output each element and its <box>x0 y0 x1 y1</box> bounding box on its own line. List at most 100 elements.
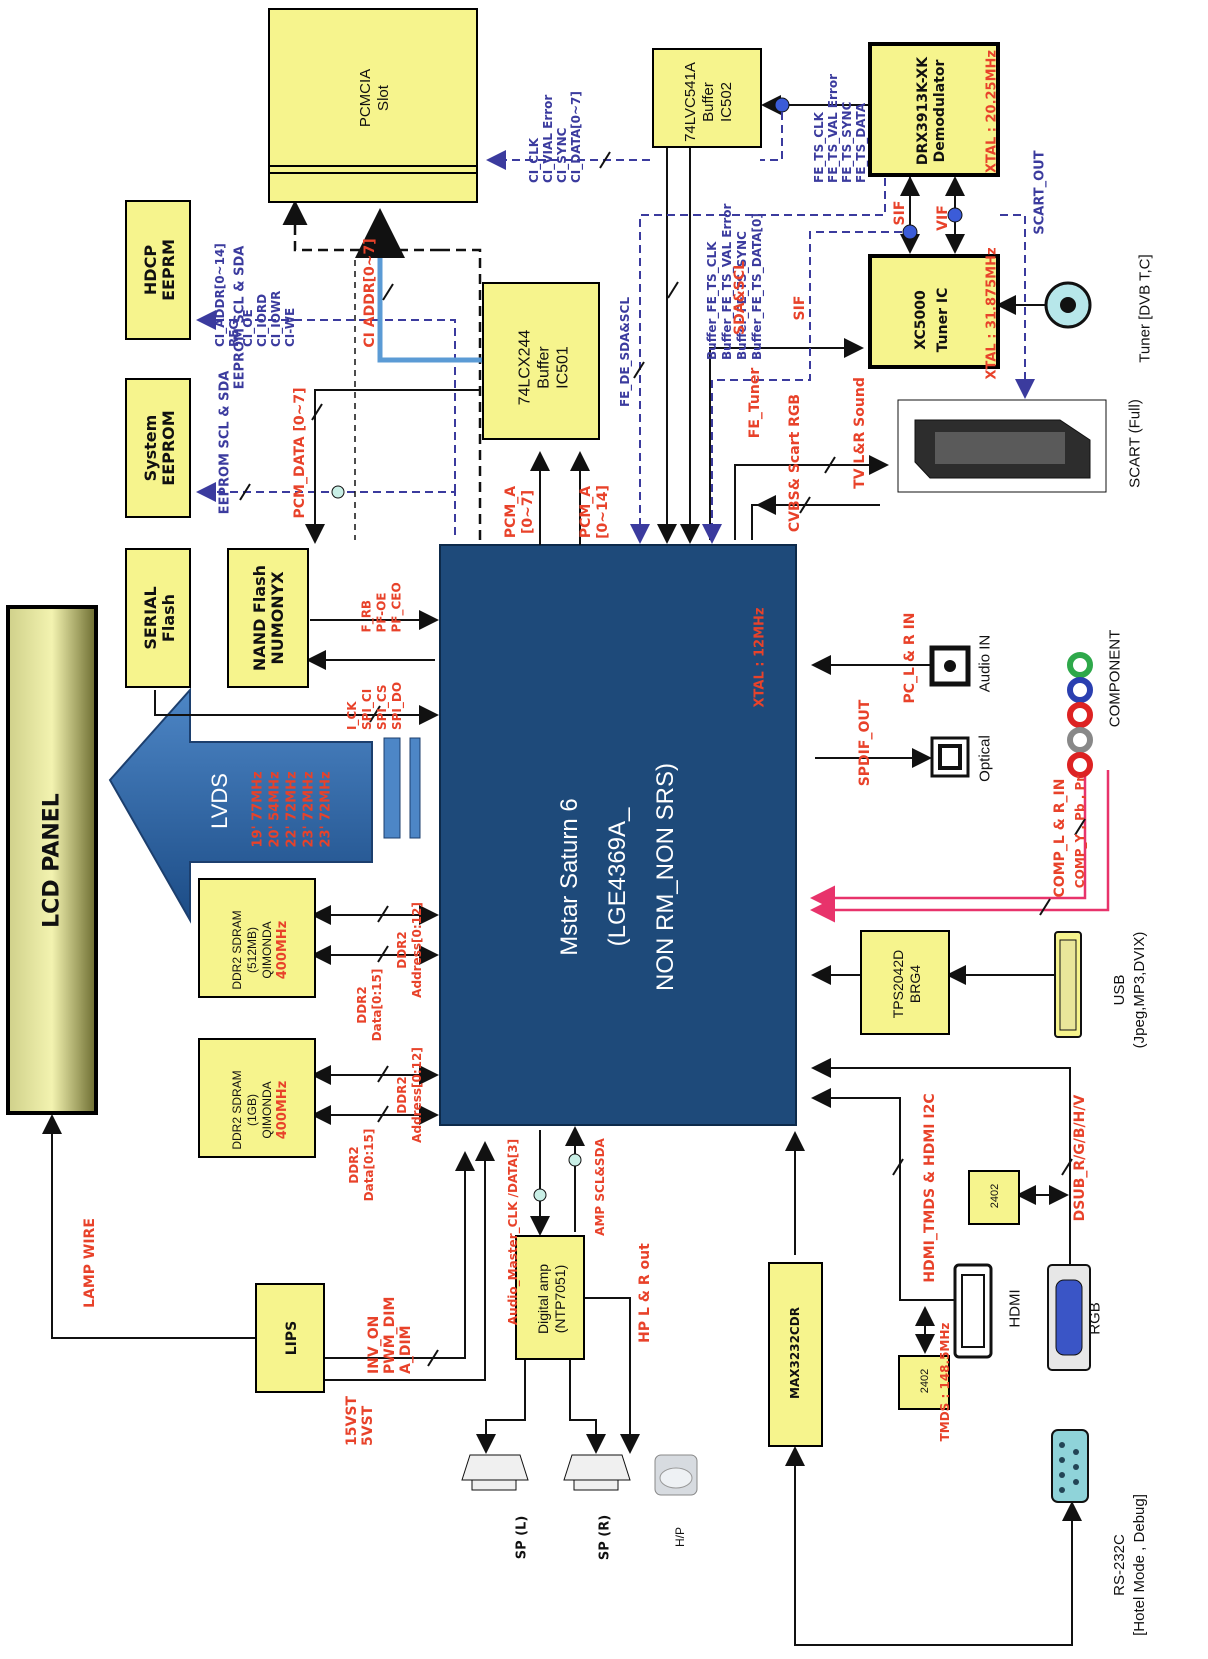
lips-label: LIPS <box>284 1293 300 1383</box>
mstar-line1: Mstar Saturn 6 <box>546 699 594 1055</box>
pcmcia-line1: PCMCIA <box>357 48 375 148</box>
pcmcia-slot-block: PCMCIA Slot <box>268 8 478 203</box>
speaker-r <box>564 1455 630 1490</box>
mstar-line2: (LGE4369A_ <box>594 699 642 1055</box>
comp-ypbpr-label: COMP_Y , Pb , Pr <box>1073 762 1087 902</box>
sp-r-line <box>570 1360 596 1450</box>
ic501-line1: 74LCX244 <box>516 298 535 438</box>
buffer-fe-clk: Buffer_FE_TS_CLK <box>705 160 720 360</box>
fe-tuner-label: FE_Tuner <box>747 363 763 443</box>
spdif-label: SPDIF_OUT <box>857 693 873 793</box>
amp-line2: (NTP7051) <box>552 1229 569 1369</box>
ddr1g-line3: QIMONDA <box>260 1040 275 1180</box>
digital-amp-block: Digital amp (NTP7051) <box>515 1235 585 1360</box>
ddr2-data-2-line2: Data[0:15] <box>362 1125 377 1205</box>
serial-flash-block: SERIAL Flash <box>125 548 191 688</box>
hdcp-eeprom-line2: EEPRM <box>160 202 178 338</box>
ddr2-addr-label-2: DDR2 Address[0:12] <box>395 1045 425 1145</box>
lvds-bar-1 <box>384 738 400 838</box>
ci-addr-line <box>380 218 482 360</box>
pcm-a-7-label: PCM_A [0~7] <box>503 472 537 552</box>
component-caption: COMPONENT <box>1107 619 1124 739</box>
component-jack-white <box>1070 730 1090 750</box>
usb-caption-line1: USB <box>1110 920 1130 1060</box>
ci-iowr: CI_IOWR <box>269 197 283 347</box>
ddr512-line1: DDR2 SDRAM <box>230 880 245 1020</box>
buffer-fe-data: Buffer_FE_TS_DATA[0] <box>750 160 765 360</box>
fe-ts-clk: FE_TS_CLK <box>812 13 826 183</box>
pcm-data-label: PCM_DATA [0~7] <box>292 378 308 528</box>
tuner-caption: Tuner [DVB T,C] <box>1137 239 1154 379</box>
lvds-freq-2: 20' 54MHz <box>267 728 284 848</box>
system-eeprom-line2: EEPROM <box>160 380 178 516</box>
spi-cs: SPI_CS <box>375 650 390 730</box>
ic502-line3: IC502 <box>718 27 736 177</box>
ddr2-data-label-1: DDR2 Data[0:15] <box>355 965 385 1045</box>
tuner-xtal: XTAL : 31.875MHz <box>985 239 1000 389</box>
lvds-frequencies: 19' 77MHz 20' 54MHz 22' 72MHz 23' 72MHz … <box>250 728 335 848</box>
ddr512-line2: (512MB) <box>245 880 260 1020</box>
hp-out-label: HP L & R out <box>637 1238 653 1348</box>
rs232-caption-line2: [Hotel Mode , Debug] <box>1130 1475 1150 1655</box>
tuner-line1: XC5000 <box>910 260 932 380</box>
sp-l-label: SP (L) <box>515 1498 530 1578</box>
fe-ts-label: FE_TS_CLK FE_TS_VAL Error FE_TS_SYNC FE_… <box>812 13 868 183</box>
ic502-line1: 74LVC541A <box>682 27 700 177</box>
ddr2-1gb-block: DDR2 SDRAM (1GB) QIMONDA 400MHz <box>198 1038 316 1158</box>
pcm-a-7-line1: PCM_A <box>503 472 520 552</box>
ci-vial: CI_VIAL Error <box>541 33 555 183</box>
ci-data: CI_DATA[0~7] <box>569 33 583 183</box>
ci-group-label: CI_CLK CI_VIAL Error CI_SYNC CI_DATA[0~7… <box>527 33 583 183</box>
audio-master-label: Audio_Master_CLK /DATA[3] <box>506 1137 520 1327</box>
sp-l-line <box>486 1360 525 1450</box>
demod-line1: DRX3913K-XK <box>915 21 932 201</box>
ddr1g-line1: DDR2 SDRAM <box>230 1040 245 1180</box>
lips-signal-label: INV_ON PWM_DIM A_DIM <box>366 1274 414 1374</box>
tps-line1: TPS2042D <box>890 924 907 1044</box>
spi-do: SPI_DO <box>390 650 405 730</box>
demodulator-block: DRX3913K-XK Demodulator XTAL : 20.25MHz <box>868 42 1000 177</box>
nand-sig1-label: F_RB PF-OE PF_CEO <box>360 553 405 633</box>
pwm-dim: PWM_DIM <box>382 1274 398 1374</box>
amp-scl-label: AMP SCL&SDA <box>593 1132 607 1242</box>
tv-lr-label: TV L&R Sound <box>852 373 868 493</box>
amp-line1: Digital amp <box>535 1229 552 1369</box>
tmds-freq-label: TMDS : 148.5MHz <box>938 1317 952 1447</box>
hdcp-eeprom-block: HDCP EEPRM <box>125 200 191 340</box>
rs232-caption: RS-232C [Hotel Mode , Debug] <box>1110 1475 1150 1655</box>
lvds-freq-1: 19' 77MHz <box>250 728 267 848</box>
nand-flash-line1: NAND Flash <box>251 548 269 688</box>
pcm-a-14-label: PCM_A [0~14] <box>578 472 612 552</box>
buffer-ic501-block: 74LCX244 Buffer IC501 <box>482 282 600 440</box>
ddr1g-freq: 400MHz <box>275 1040 290 1180</box>
hp-line <box>585 1298 630 1450</box>
lcd-panel-label: LCD PANEL <box>40 791 65 931</box>
ddr2-data-1-line1: DDR2 <box>355 965 370 1045</box>
pcm-a-7-line2: [0~7] <box>520 472 537 552</box>
hdmi-tmds-label: HDMI_TMDS & HDMI I2C <box>922 1088 938 1288</box>
system-eeprom-line1: System <box>142 380 160 516</box>
tps2042-block: TPS2042D BRG4 <box>860 930 950 1035</box>
nand-sig2-label: I_CK SPI_CI SPI_CS SPI_DO <box>345 650 405 730</box>
ddr2-addr-1-line2: Address[0:12] <box>410 900 425 1000</box>
optical-caption: Optical <box>977 719 994 799</box>
demod-xtal: XTAL : 20.25MHz <box>985 37 1000 187</box>
pcm-a-14-line1: PCM_A <box>578 472 595 552</box>
a-dim: A_DIM <box>398 1274 414 1374</box>
usb-caption: USB (Jpeg,MP3,DVIX) <box>1110 920 1150 1060</box>
ci-iord: CI_IORD <box>255 197 269 347</box>
sif2-label: SIF <box>892 193 908 233</box>
buffer-ic502-block: 74LVC541A Buffer IC502 <box>652 48 762 148</box>
eeprom-scl-sda-label-2: EEPROM SCL & SDA <box>233 238 248 398</box>
lvds-freq-3: 22' 72MHz <box>284 728 301 848</box>
comp-lr-label: COMP_L & R_IN <box>1052 768 1068 908</box>
tuner-block: XC5000 Tuner IC XTAL : 31.875MHz <box>868 254 1000 369</box>
power-5vst: 5VST <box>360 1376 376 1446</box>
rs232-caption-line1: RS-232C <box>1110 1475 1130 1655</box>
mstar-line3: NON RM_NON SRS) <box>642 699 690 1055</box>
hp-label: H/P <box>673 1512 687 1562</box>
ic501-line2: Buffer <box>535 298 554 438</box>
serial-flash-line1: SERIAL <box>142 550 160 686</box>
ic501-line3: IC501 <box>554 298 573 438</box>
edid-2402-block-rgb: 2402 <box>968 1170 1020 1225</box>
